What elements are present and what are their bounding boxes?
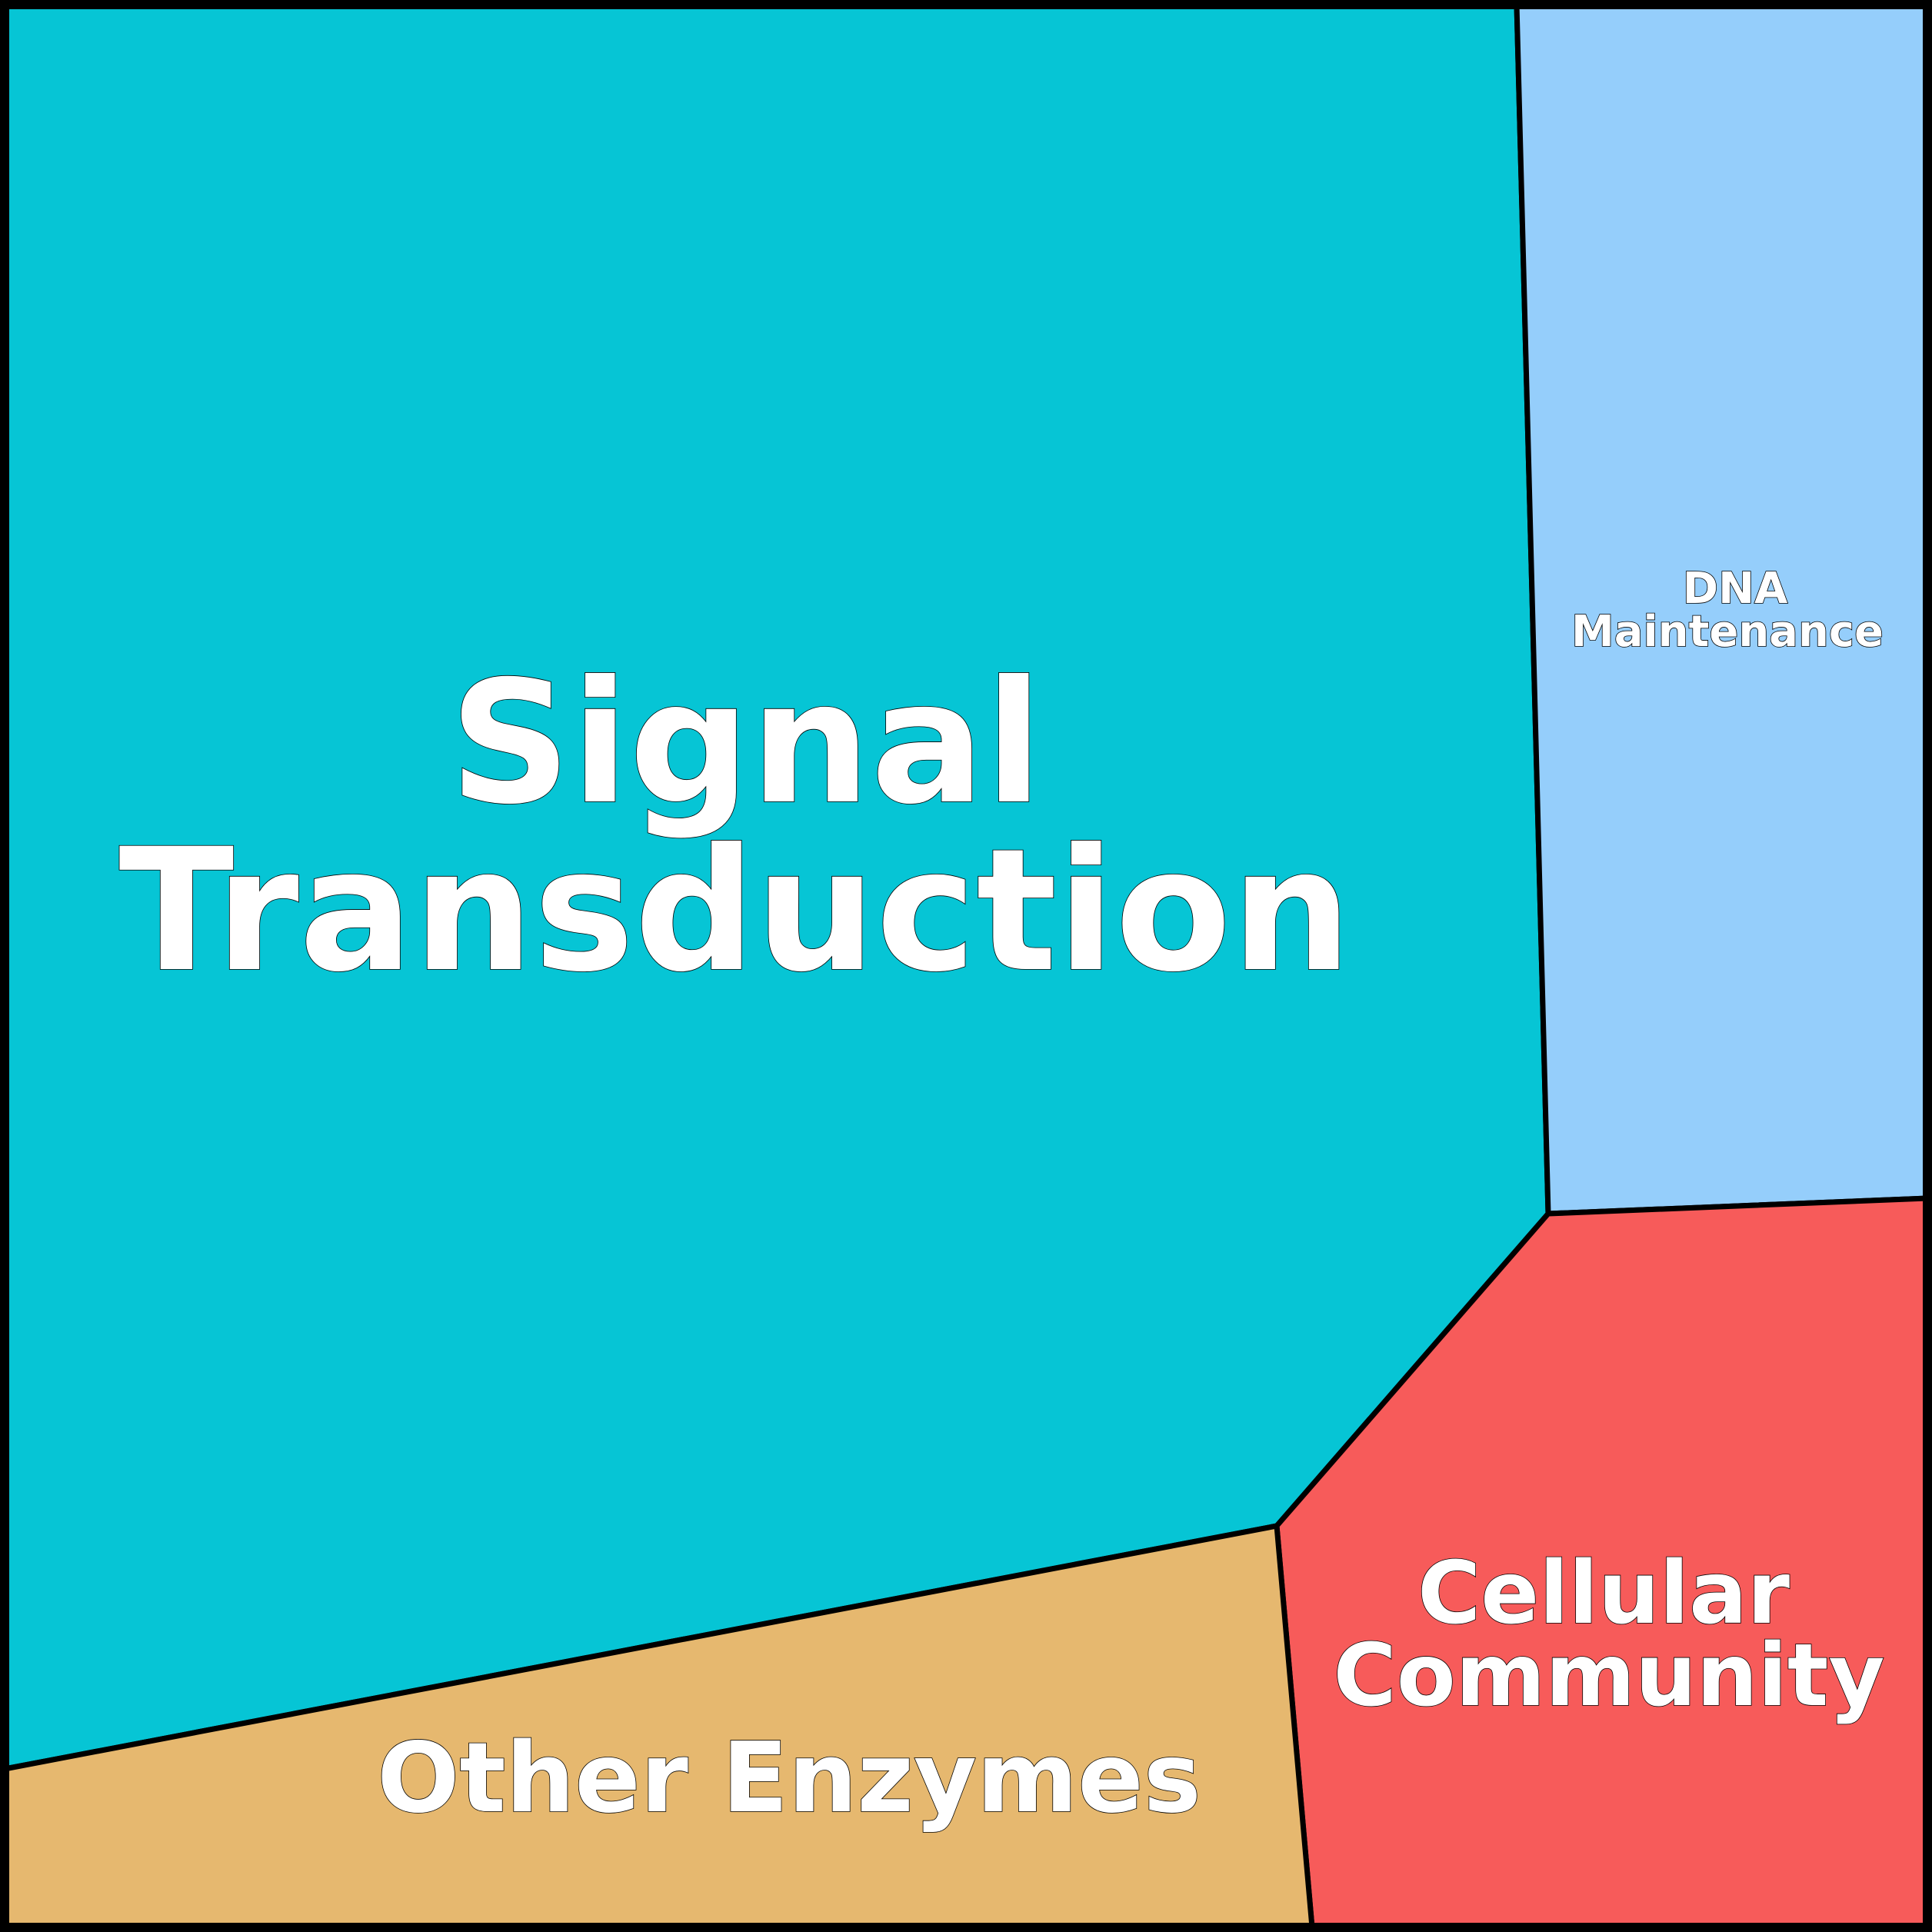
label-cellular-community-line-2: Community [1334,1626,1885,1726]
label-signal-transduction-line-2: Transduction [118,812,1351,1009]
label-dna-maintenance-line-1: DNA [1683,564,1788,614]
label-other-enzymes: Other Enzymes [377,1721,1201,1834]
cell-labels: Signal Transduction DNA Maintenance Cell… [118,563,1886,1835]
label-signal-transduction-line-1: Signal [449,645,1043,841]
label-dna-maintenance-line-2: Maintenance [1571,607,1884,657]
label-cellular-community-line-1: Cellular [1417,1544,1790,1644]
